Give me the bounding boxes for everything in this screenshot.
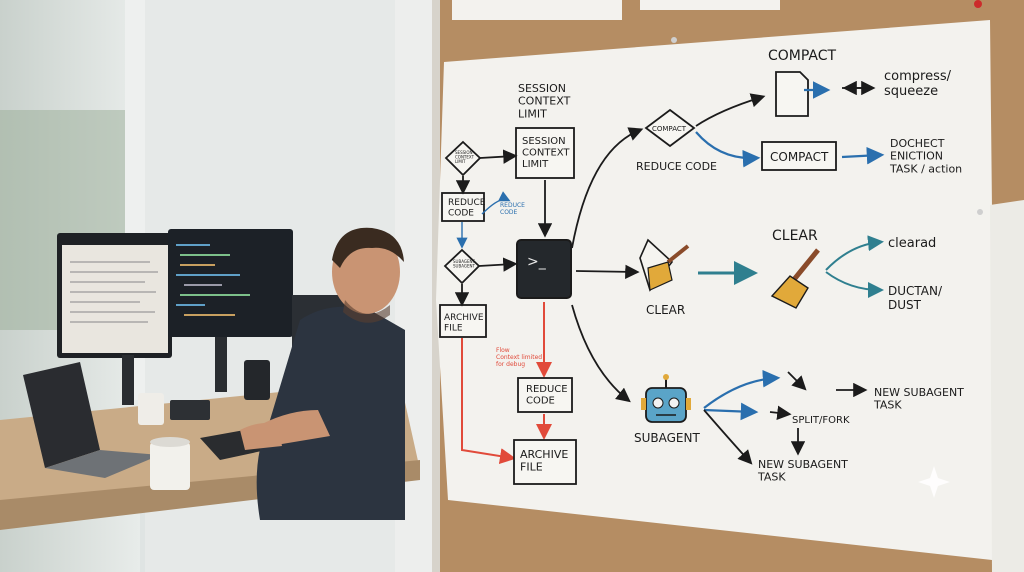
sparkle-icon bbox=[918, 466, 950, 498]
compact-box bbox=[761, 141, 837, 171]
phone bbox=[244, 360, 270, 400]
text-line: Context limited bbox=[496, 354, 542, 361]
text-line: ARCHIVE bbox=[520, 448, 568, 461]
diamond-small-1 bbox=[444, 140, 482, 177]
text-line: CONTEXT bbox=[518, 95, 571, 108]
text-line: DUST bbox=[888, 298, 922, 312]
laptop-base bbox=[45, 450, 160, 478]
archive-box bbox=[513, 439, 577, 485]
text-line: ARCHIVE bbox=[444, 313, 484, 323]
paper-lower-sheet bbox=[990, 200, 1024, 572]
text-line: TASK bbox=[873, 399, 902, 412]
clear-title: CLEAR bbox=[772, 228, 818, 244]
tack-2 bbox=[671, 37, 677, 43]
text-line: DUCTAN/ bbox=[888, 284, 943, 298]
text-line: REDUCE bbox=[500, 202, 525, 209]
mug-front bbox=[150, 442, 190, 490]
laptop-screen bbox=[23, 362, 100, 468]
text-line: SESSION bbox=[518, 82, 566, 95]
mug-back bbox=[138, 393, 164, 425]
text-line: CODE bbox=[500, 209, 518, 216]
text-line: NEW SUBAGENT bbox=[758, 458, 848, 471]
diamond-small-2 bbox=[443, 248, 481, 285]
text-line: REDUCE bbox=[526, 384, 568, 395]
text-line: LIMIT bbox=[455, 159, 466, 164]
compact-title: COMPACT bbox=[768, 48, 837, 64]
text-line: FILE bbox=[520, 461, 543, 474]
subagent-label: SUBAGENT bbox=[634, 431, 700, 445]
broom-icon-small bbox=[639, 238, 690, 292]
text-line: squeeze bbox=[884, 84, 938, 99]
tack-1 bbox=[977, 209, 983, 215]
reduce-code-label: REDUCE CODE bbox=[636, 160, 717, 173]
clear-out-2: DUCTAN/DUST bbox=[888, 284, 943, 312]
text-line: SUBAGENT bbox=[453, 264, 475, 269]
archive-left-box bbox=[439, 304, 487, 338]
split-label: SPLIT/FORK bbox=[792, 415, 850, 426]
robot-icon bbox=[641, 374, 691, 423]
reduce-code-box bbox=[517, 377, 573, 413]
session-box bbox=[515, 127, 575, 179]
diamond-compact bbox=[644, 108, 696, 148]
text-line: ENICTION bbox=[890, 150, 943, 163]
text-line: SUBAGENT bbox=[453, 259, 475, 264]
text-line: Flow bbox=[496, 347, 510, 354]
text-line: CODE bbox=[448, 208, 474, 218]
text-line: LIMIT bbox=[522, 159, 549, 170]
text-line: for debug bbox=[496, 361, 525, 368]
clear-out-1: clearad bbox=[888, 236, 936, 251]
paper-top-strip-2 bbox=[640, 0, 780, 10]
document-lines bbox=[70, 261, 158, 323]
flowchart-paper bbox=[436, 20, 996, 560]
compress-label: compress/squeeze bbox=[884, 69, 952, 99]
text-line: CONTEXT bbox=[455, 155, 475, 160]
text-line: REDUCE bbox=[448, 198, 486, 208]
text-line: CONTEXT bbox=[522, 148, 570, 159]
monitor-stand-2 bbox=[215, 337, 227, 392]
paper-top-strip bbox=[452, 0, 622, 20]
text-line: DOCHECT bbox=[890, 137, 945, 150]
terminal-prompt: >_ bbox=[527, 254, 547, 270]
monitor-stand bbox=[122, 355, 134, 405]
diamond-compact-label: COMPACT bbox=[652, 125, 687, 133]
text-line: SESSION bbox=[522, 136, 566, 147]
compact-box-label: COMPACT bbox=[770, 150, 829, 164]
text-line: CODE bbox=[526, 396, 555, 407]
broom-icon-large bbox=[770, 248, 820, 309]
reduce-code-left-box bbox=[441, 192, 485, 222]
cork-frame bbox=[432, 0, 440, 572]
text-line: compress/ bbox=[884, 69, 952, 84]
terminal-icon bbox=[516, 239, 572, 299]
mug-rim bbox=[150, 437, 190, 447]
text-line: NEW SUBAGENT bbox=[874, 386, 964, 399]
text-line: TASK bbox=[757, 471, 786, 484]
clear-label-1: CLEAR bbox=[646, 303, 685, 317]
code-lines bbox=[176, 244, 250, 316]
push-pin bbox=[974, 0, 982, 8]
text-line: FILE bbox=[444, 323, 463, 333]
text-line: LIMIT bbox=[518, 107, 547, 120]
document-icon bbox=[775, 71, 809, 117]
monitor-left-screen bbox=[62, 245, 168, 353]
person bbox=[240, 227, 405, 520]
desk-device bbox=[170, 400, 210, 420]
text-line: SESSION bbox=[455, 150, 472, 155]
text-line: TASK / action bbox=[889, 162, 962, 175]
